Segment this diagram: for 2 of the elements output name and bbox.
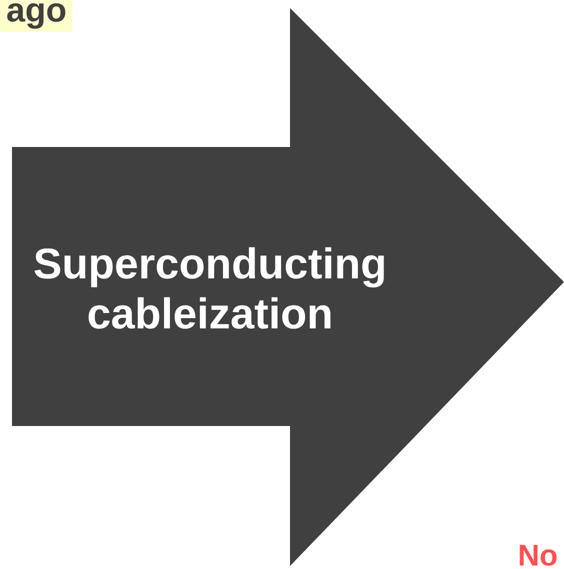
title-text: ago <box>0 0 73 32</box>
note-text: No <box>520 544 557 566</box>
